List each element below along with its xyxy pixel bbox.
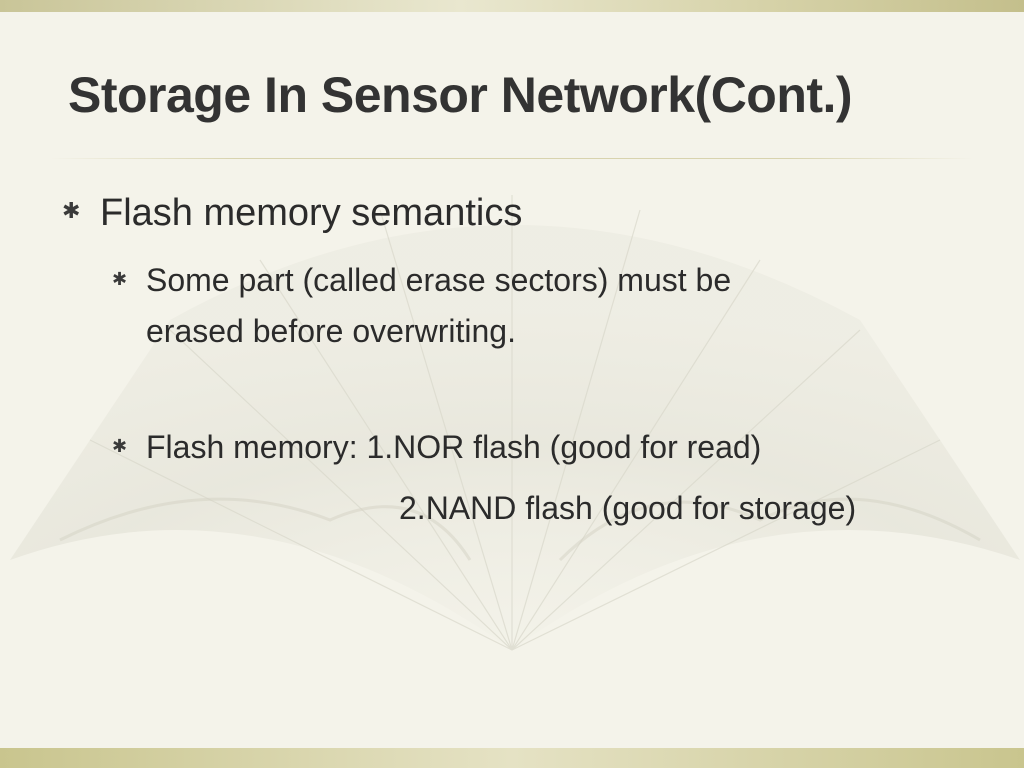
sub-bullet-erase-sectors: ✱ Some part (called erase sectors) must b… [112,256,872,355]
sub-bullet-text-line2: erased before overwriting. [146,312,516,349]
emphasis-erase-sectors: erase sectors [405,262,598,298]
bullet-text: Flash memory semantics [100,192,523,234]
top-decorative-band [0,0,1024,12]
flash-types-line2: 2.NAND flash (good for storage) [399,489,857,526]
star-bullet-icon: ✱ [112,268,128,289]
star-bullet-icon: ✱ [62,197,81,223]
flash-types-line1: Flash memory: 1.NOR flash (good for read… [146,429,762,465]
bullet-flash-memory-semantics: ✱ Flash memory semantics [62,192,522,235]
slide-title: Storage In Sensor Network(Cont.) [68,67,853,123]
title-divider [50,158,974,159]
sub-bullet-text-end: ) must be [597,262,732,298]
sub-bullet-text-start: Some part (called [146,262,406,298]
bottom-decorative-band [0,748,1024,768]
star-bullet-icon: ✱ [112,435,128,456]
sub-bullet-flash-types: ✱ Flash memory: 1.NOR flash (good for rea… [112,418,972,537]
